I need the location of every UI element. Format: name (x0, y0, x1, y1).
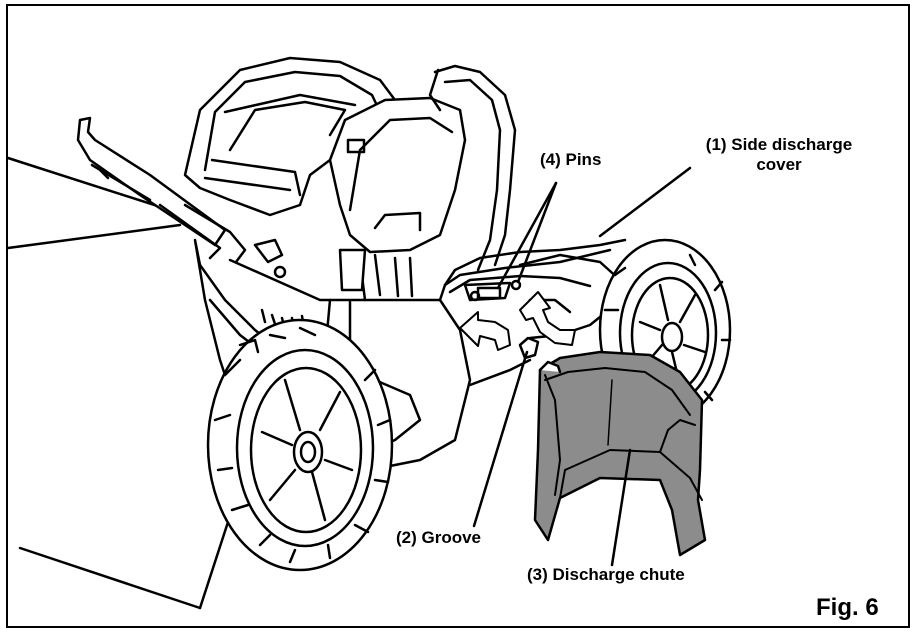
figure-number: Fig. 6 (816, 594, 879, 621)
leader-line-lower-left (18, 546, 202, 610)
label-side-discharge-cover-line1: (1) Side discharge (705, 135, 853, 154)
chute-leader (610, 448, 632, 567)
rotation-arrow-right (519, 291, 576, 346)
leader-line-mid-left (6, 223, 182, 250)
label-pins: (4) Pins (540, 150, 602, 169)
leader-line-lower-left-2 (198, 520, 230, 610)
handle-right (428, 64, 517, 272)
pins-leader-2 (516, 181, 558, 284)
leader-line-upper-left (6, 156, 172, 212)
figure-border (6, 4, 910, 628)
side-cover-leader (598, 166, 692, 238)
label-discharge-chute: (3) Discharge chute (527, 565, 685, 584)
handle-left (76, 116, 247, 264)
label-side-discharge-cover-line2: cover (756, 155, 802, 174)
label-side-discharge-cover: (1) Side discharge cover (684, 135, 874, 175)
front-left-wheel (206, 318, 394, 572)
pins-leader-1 (496, 181, 558, 290)
label-groove: (2) Groove (396, 528, 482, 547)
discharge-chute (533, 350, 707, 557)
rear-hood (328, 96, 467, 254)
groove-leader (472, 350, 529, 528)
rotation-arrow-left (459, 311, 511, 351)
groove-hook (518, 336, 540, 360)
